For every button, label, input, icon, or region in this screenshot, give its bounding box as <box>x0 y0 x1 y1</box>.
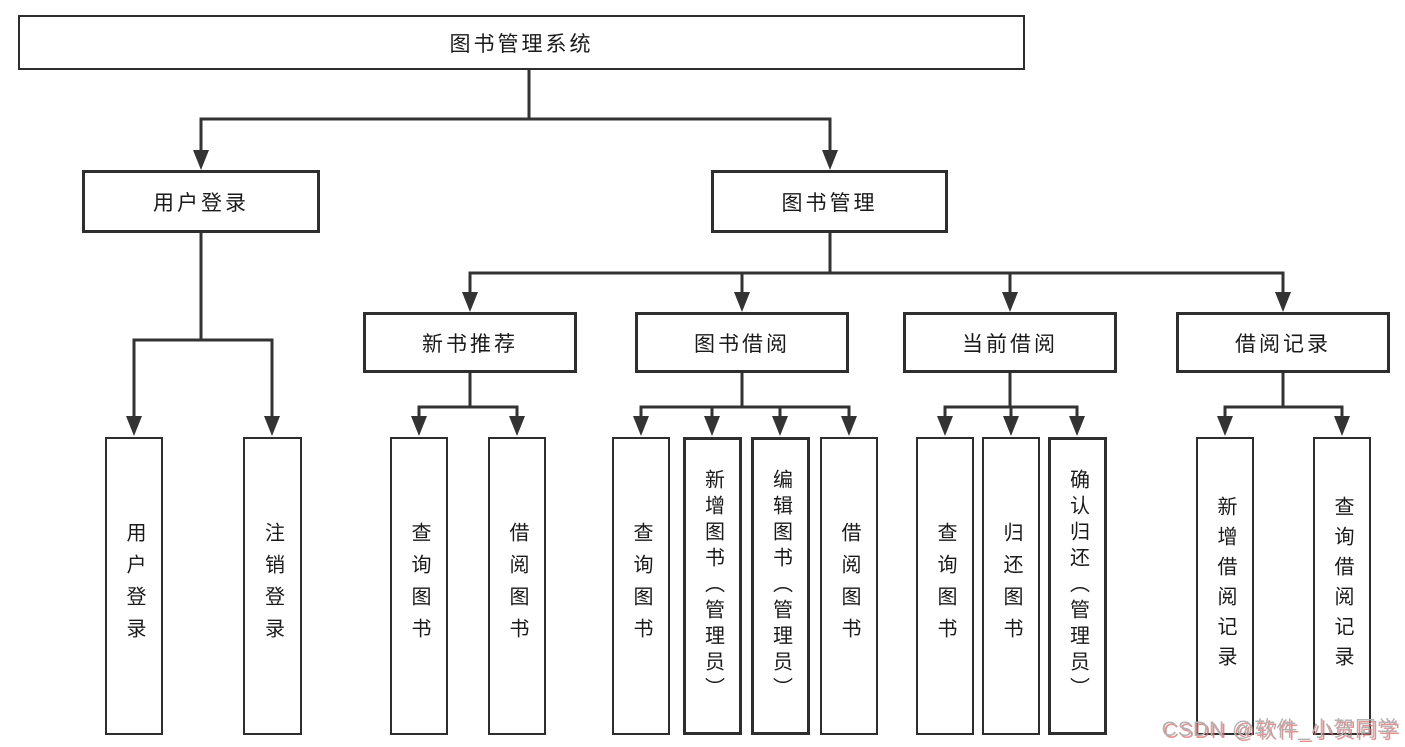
leaf-label: 确认归还（管理员） <box>1066 469 1089 703</box>
node-current-borrowing: 当前借阅 <box>903 312 1117 373</box>
leaf-label: 借阅图书 <box>506 522 528 650</box>
leaf-add-book-admin: 新增图书（管理员） <box>683 437 742 735</box>
leaf-label: 注销登录 <box>261 522 284 650</box>
node-library-management-system: 图书管理系统 <box>18 15 1025 70</box>
leaf-return-books: 归还图书 <box>982 437 1040 735</box>
node-borrowing-records: 借阅记录 <box>1176 312 1390 373</box>
leaf-query-books-borrow: 查询图书 <box>612 437 670 735</box>
leaf-borrow-books-recommend: 借阅图书 <box>488 437 546 735</box>
leaf-add-borrow-record: 新增借阅记录 <box>1196 437 1254 735</box>
leaf-edit-book-admin: 编辑图书（管理员） <box>751 437 810 735</box>
csdn-watermark: CSDN @软件_小贺同学 <box>1161 718 1399 741</box>
leaf-label: 查询图书 <box>408 522 430 650</box>
leaf-logout-login: 注销登录 <box>243 437 302 735</box>
node-label: 新书推荐 <box>422 332 518 356</box>
node-label: 图书管理 <box>781 191 878 215</box>
node-label: 借阅记录 <box>1235 332 1331 356</box>
node-user-login: 用户登录 <box>82 170 320 233</box>
leaf-user-login: 用户登录 <box>105 437 163 735</box>
leaf-confirm-return-admin: 确认归还（管理员） <box>1048 437 1107 735</box>
leaf-label: 查询图书 <box>934 522 956 650</box>
arrowheads <box>126 150 1350 436</box>
leaf-label: 查询图书 <box>630 522 652 650</box>
root-label: 图书管理系统 <box>449 32 594 56</box>
node-new-book-recommendation: 新书推荐 <box>363 312 577 373</box>
leaf-label: 归还图书 <box>1000 522 1022 650</box>
leaf-label: 借阅图书 <box>838 522 860 650</box>
node-book-borrowing: 图书借阅 <box>635 312 849 373</box>
node-label: 用户登录 <box>153 191 249 215</box>
leaf-label: 用户登录 <box>123 522 145 650</box>
leaf-label: 编辑图书（管理员） <box>769 469 792 703</box>
node-label: 当前借阅 <box>962 332 1058 356</box>
leaf-query-books-recommend: 查询图书 <box>390 437 448 735</box>
leaf-query-books-current: 查询图书 <box>916 437 974 735</box>
leaf-query-borrow-record: 查询借阅记录 <box>1313 437 1371 735</box>
leaf-borrow-books: 借阅图书 <box>820 437 878 735</box>
leaf-label: 新增图书（管理员） <box>701 469 724 703</box>
node-label: 图书借阅 <box>694 332 790 356</box>
leaf-label: 新增借阅记录 <box>1214 496 1236 676</box>
node-book-management: 图书管理 <box>711 170 948 233</box>
leaf-label: 查询借阅记录 <box>1331 496 1353 676</box>
